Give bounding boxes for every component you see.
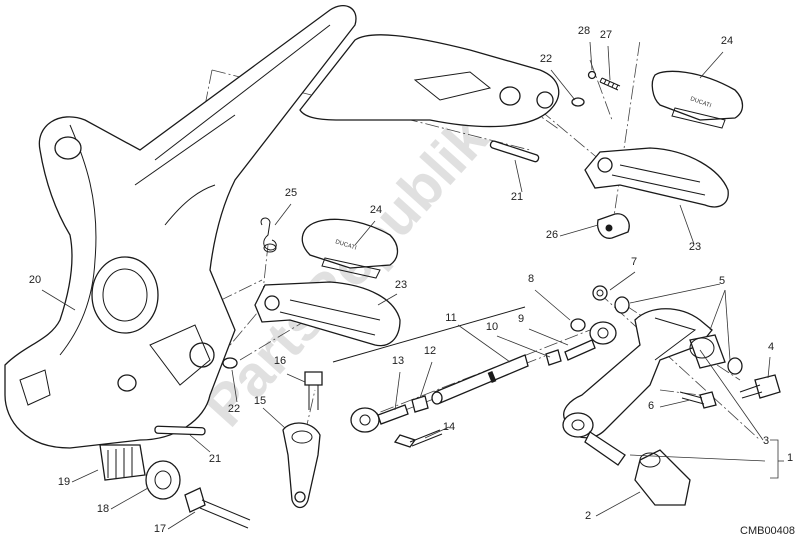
callout-9: 9 bbox=[518, 313, 524, 325]
washers-22 bbox=[222, 97, 585, 369]
lower-hardware bbox=[99, 444, 251, 529]
drawing-code: CMB00408 bbox=[740, 525, 795, 537]
footpeg-rear: DUCATI bbox=[584, 70, 744, 208]
callout-1-bracket bbox=[770, 439, 779, 479]
callout-21: 21 bbox=[209, 453, 221, 465]
callout-12: 12 bbox=[424, 345, 436, 357]
shift-lever bbox=[562, 308, 713, 466]
pins bbox=[154, 140, 540, 436]
footpeg-front: DUCATI bbox=[254, 218, 401, 347]
callout-17: 17 bbox=[154, 523, 166, 535]
callout-24: 24 bbox=[370, 204, 382, 216]
spring bbox=[260, 217, 277, 253]
bushing-26 bbox=[596, 213, 630, 239]
callout-24: 24 bbox=[721, 35, 733, 47]
callout-labels: 1234567891011121314151617181920212122222… bbox=[29, 25, 793, 535]
callout-1: 1 bbox=[787, 452, 793, 464]
callout-4: 4 bbox=[768, 341, 774, 353]
callout-23: 23 bbox=[689, 241, 701, 253]
callout-11: 11 bbox=[445, 312, 456, 324]
callout-26: 26 bbox=[546, 229, 558, 241]
callout-28: 28 bbox=[578, 25, 590, 37]
callout-15: 15 bbox=[254, 395, 266, 407]
callout-22: 22 bbox=[228, 403, 240, 415]
callout-6: 6 bbox=[648, 400, 654, 412]
callout-14: 14 bbox=[443, 421, 455, 433]
callout-8: 8 bbox=[528, 273, 534, 285]
linkage-rod bbox=[332, 306, 529, 405]
pivot-hardware bbox=[679, 334, 781, 409]
shifter-rubber bbox=[634, 449, 691, 506]
callout-18: 18 bbox=[97, 503, 109, 515]
callout-10: 10 bbox=[486, 321, 498, 333]
leader-lines bbox=[41, 41, 771, 530]
bolt-14 bbox=[393, 429, 443, 448]
rod-ends bbox=[350, 285, 630, 433]
callout-25: 25 bbox=[285, 187, 297, 199]
callout-21: 21 bbox=[511, 191, 523, 203]
callout-7: 7 bbox=[631, 256, 637, 268]
callout-16: 16 bbox=[274, 355, 286, 367]
frame-bracket bbox=[4, 5, 357, 449]
callout-27: 27 bbox=[600, 29, 612, 41]
callout-22: 22 bbox=[540, 53, 552, 65]
upper-arm bbox=[299, 34, 560, 128]
callout-2: 2 bbox=[585, 510, 591, 522]
callout-5: 5 bbox=[719, 275, 725, 287]
callout-19: 19 bbox=[58, 476, 70, 488]
pedal-arm-15 bbox=[282, 371, 323, 509]
callout-3: 3 bbox=[763, 435, 769, 447]
callout-13: 13 bbox=[392, 355, 404, 367]
callout-23: 23 bbox=[395, 279, 407, 291]
callout-20: 20 bbox=[29, 274, 41, 286]
detent-parts bbox=[587, 70, 621, 91]
